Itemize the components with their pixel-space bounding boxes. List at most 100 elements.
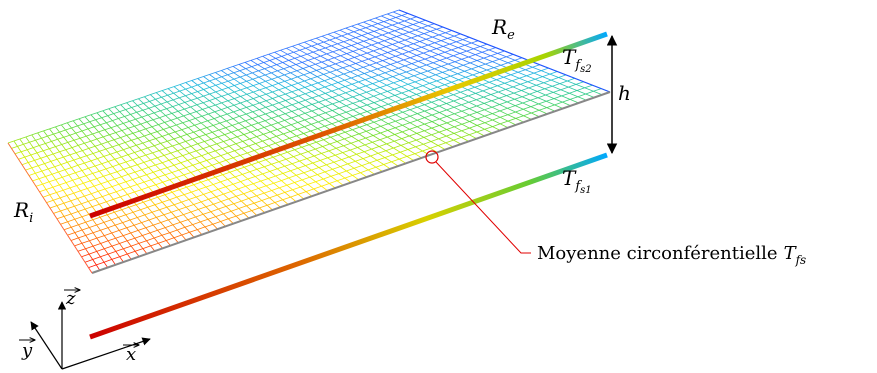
axis-label-z: z xyxy=(65,288,76,309)
mesh-line xyxy=(81,201,89,205)
mesh-line xyxy=(350,142,358,148)
mesh-line xyxy=(363,151,371,157)
mesh-line xyxy=(342,67,351,73)
mesh-line xyxy=(235,212,245,217)
mesh-line xyxy=(420,73,429,78)
mesh-line xyxy=(481,84,491,89)
mesh-line xyxy=(497,50,505,54)
mesh-line xyxy=(476,122,485,126)
mesh-line xyxy=(422,85,431,90)
mesh-line xyxy=(245,111,253,115)
mesh-line xyxy=(101,196,107,203)
mesh-line xyxy=(163,126,171,130)
mesh-line xyxy=(360,169,369,174)
mesh-line xyxy=(298,87,306,90)
mesh-line xyxy=(163,152,171,156)
mesh-line xyxy=(234,174,243,178)
mesh-line xyxy=(191,86,198,92)
mesh-line xyxy=(171,211,177,218)
mesh-line xyxy=(81,253,90,258)
mesh-line xyxy=(77,165,83,171)
mesh-line xyxy=(184,227,190,233)
mesh-line xyxy=(92,229,101,234)
mesh-line xyxy=(228,195,237,200)
mesh-line xyxy=(158,150,165,156)
mesh-line xyxy=(265,98,273,102)
mesh-line xyxy=(190,143,198,147)
mesh-line xyxy=(373,50,382,56)
mesh-line xyxy=(327,154,336,159)
mesh-line xyxy=(64,167,72,171)
mesh-line xyxy=(442,69,450,73)
mesh-line xyxy=(71,147,77,154)
mesh-line xyxy=(359,46,366,50)
mesh-line xyxy=(172,104,179,107)
mesh-line xyxy=(165,240,171,246)
mesh-line xyxy=(382,34,391,39)
mesh-line xyxy=(351,136,359,141)
mesh-line xyxy=(483,57,493,62)
mesh-line xyxy=(151,212,157,218)
mesh-line xyxy=(585,93,595,98)
mesh-line xyxy=(158,240,167,244)
mesh-line xyxy=(363,148,372,153)
mesh-line xyxy=(558,74,567,78)
mesh-line xyxy=(306,53,315,59)
mesh-line xyxy=(150,179,156,185)
mesh-line xyxy=(431,125,440,129)
mesh-line xyxy=(270,64,277,68)
mesh-line xyxy=(197,95,204,99)
mesh-line xyxy=(324,123,332,127)
mesh-line xyxy=(332,110,340,115)
mesh-line xyxy=(261,200,268,206)
mesh-line xyxy=(90,158,98,162)
mesh-line xyxy=(262,53,269,57)
mesh-line xyxy=(489,81,498,87)
mesh-line xyxy=(410,16,417,20)
mesh-line xyxy=(82,150,87,156)
mesh-line xyxy=(164,119,172,123)
mesh-line xyxy=(145,152,153,156)
mesh-line xyxy=(87,201,93,207)
mesh-line xyxy=(355,60,363,64)
mesh-line xyxy=(128,206,134,213)
mesh-line xyxy=(416,137,425,141)
mesh-line xyxy=(243,134,250,140)
mesh-line xyxy=(313,185,322,190)
mesh-line xyxy=(424,130,432,136)
mesh-line xyxy=(148,164,156,168)
mesh-line xyxy=(195,118,202,124)
mesh-line xyxy=(120,137,126,143)
mesh-line xyxy=(59,149,66,153)
mesh-line xyxy=(87,128,93,135)
mesh-line xyxy=(278,93,286,97)
mesh-line xyxy=(335,147,343,153)
mesh-line xyxy=(423,33,433,38)
mesh-line xyxy=(454,61,464,66)
mesh-line xyxy=(76,182,84,186)
mesh-line xyxy=(345,102,354,107)
mesh-line xyxy=(395,17,405,22)
mesh-line xyxy=(101,141,108,145)
mesh-line xyxy=(528,87,538,92)
mesh-line xyxy=(69,185,77,189)
mesh-line xyxy=(396,33,404,37)
mesh-line xyxy=(484,126,493,130)
mesh-line xyxy=(140,149,147,156)
mesh-line xyxy=(159,169,166,176)
mesh-line xyxy=(87,126,95,130)
mesh-line xyxy=(367,33,377,38)
mesh-line xyxy=(68,174,74,181)
mesh-line xyxy=(305,97,313,101)
mesh-line xyxy=(291,163,299,169)
mesh-line xyxy=(436,28,446,34)
mesh-line xyxy=(56,202,64,206)
mesh-line xyxy=(77,125,83,132)
mesh-line xyxy=(343,39,350,43)
mesh-line xyxy=(222,171,230,176)
mesh-line xyxy=(77,211,83,218)
mesh-line xyxy=(209,74,216,80)
mesh-line xyxy=(269,135,277,140)
mesh-line xyxy=(241,198,250,202)
mesh-line xyxy=(193,131,200,138)
